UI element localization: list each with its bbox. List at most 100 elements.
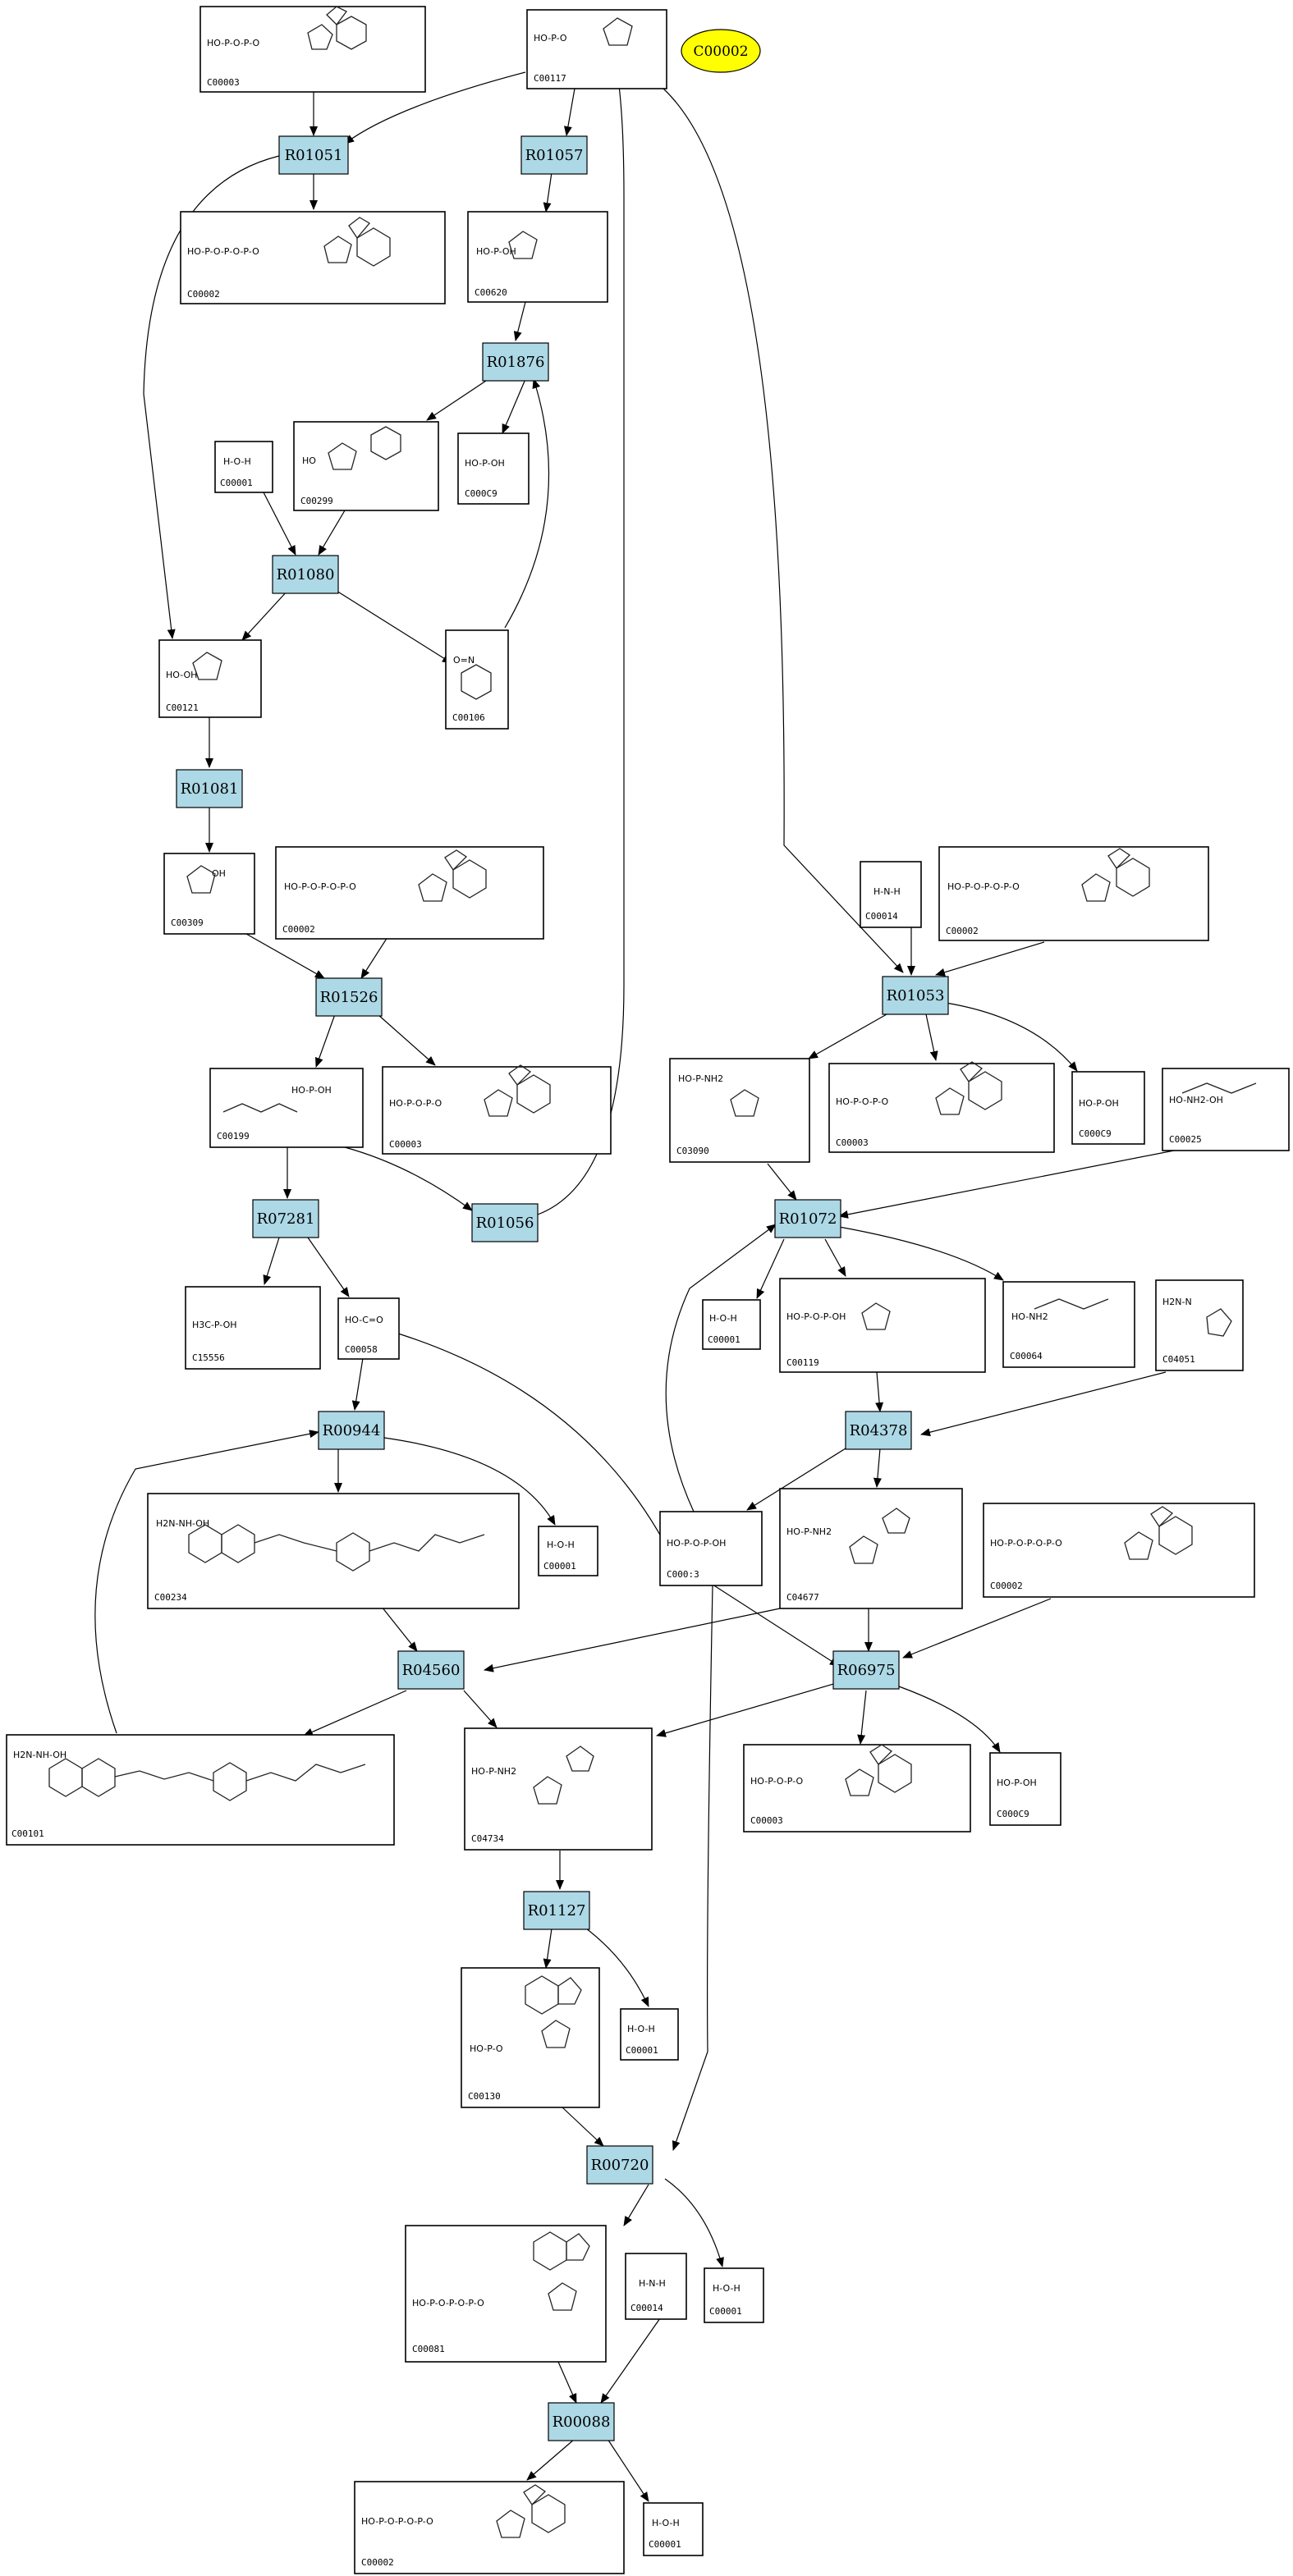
structure-formula: HO [302,455,316,466]
compound-c00002-d[interactable]: HO-P-O-P-O-P-O C00002 [983,1503,1255,1598]
reaction-box [471,1203,539,1242]
compound-box [938,846,1209,941]
edge-r04378-c04677 [873,1448,882,1488]
compound-c00064[interactable]: HO-NH2 C00064 [1002,1281,1135,1368]
compound-c00299[interactable]: HO C00299 [293,421,439,511]
compound-id: C000C9 [465,488,497,499]
structure-formula: HO-P-O-P-O-P-O [990,1538,1062,1549]
compound-c00001-d[interactable]: H-O-H C00001 [620,2008,679,2061]
compound-c00106[interactable]: O=N C00106 [445,629,509,730]
edge-r07281-c00058 [307,1237,350,1297]
compound-c00002-c[interactable]: HO-P-O-P-O-P-O C00002 [938,846,1209,941]
reaction-label: R01072 [779,1210,837,1228]
compound-id: C15556 [192,1352,225,1363]
reaction-r01080[interactable]: R01080 [272,555,339,594]
query-node[interactable]: C00002 [681,29,761,73]
compound-box [275,846,544,940]
structure-formula: HO-P-O-P-O [389,1098,442,1109]
compound-c00620[interactable]: HO-P-OH C00620 [467,211,608,303]
compound-c00119[interactable]: HO-P-O-P-OH C00119 [779,1278,986,1373]
compound-c00003-b[interactable]: HO-P-O-P-O C00003 [382,1064,612,1155]
reaction-r01057[interactable]: R01057 [520,135,588,175]
compound-c00003-c[interactable]: HO-P-O-P-O C00003 [828,1061,1055,1153]
compound-c00013[interactable]: HO-P-O-P-OH C000:3 [659,1511,763,1586]
compound-c00130[interactable]: HO-P-O C00130 [461,1967,600,2108]
compound-c00009-a[interactable]: HO-P-OH C000C9 [457,432,530,505]
edge-r01876-c00299 [426,378,489,421]
compound-box [445,629,509,730]
compound-c00009-c[interactable]: HO-P-OH C000C9 [989,1752,1061,1826]
compound-c04051[interactable]: H2N-N C04051 [1155,1279,1244,1371]
reaction-r00944[interactable]: R00944 [318,1411,385,1450]
compound-box [702,1299,761,1350]
compound-box [779,1278,986,1373]
uracil-ring-icon [461,664,492,700]
reaction-r01526[interactable]: R01526 [315,977,383,1017]
compound-c00003-top[interactable]: HO-P-O-P-O C00003 [199,6,426,93]
ribose-ring-icon [307,24,333,50]
structure-formula: H3C-P-OH [192,1320,237,1330]
adenine-ring-icon [1107,848,1150,897]
compound-box [185,1286,321,1370]
edge-c00299-r01080 [318,510,346,556]
compound-c00058[interactable]: HO-C=O C00058 [337,1297,400,1360]
reaction-r06975[interactable]: R06975 [832,1650,900,1690]
compound-box [158,639,262,718]
compound-c00002-e[interactable]: HO-P-O-P-O-P-O C00002 [354,2481,625,2574]
compound-c00002-b[interactable]: HO-P-O-P-O-P-O C00002 [275,846,544,940]
structure-formula: HO-P-NH2 [471,1766,516,1777]
reaction-box [586,2145,653,2185]
compound-c15556[interactable]: H3C-P-OH C15556 [185,1286,321,1370]
compound-c00001-e[interactable]: H-O-H C00001 [704,2267,764,2323]
compound-id: C000:3 [667,1569,699,1580]
compound-c00001-a[interactable]: H-O-H C00001 [214,441,273,493]
carbon-chain-icon [1181,1082,1257,1094]
reaction-r01056[interactable]: R01056 [471,1203,539,1242]
edge-c00002-r06975 [902,1598,1052,1659]
reaction-r04378[interactable]: R04378 [845,1411,912,1450]
reaction-r01876[interactable]: R01876 [482,342,549,382]
compound-c00025[interactable]: HO-NH2-OH C00025 [1162,1068,1290,1151]
reaction-r01072[interactable]: R01072 [774,1199,841,1238]
compound-c00121[interactable]: HO-OH C00121 [158,639,262,718]
reaction-r01127[interactable]: R01127 [523,1891,590,1930]
edge-r01080-c00121 [241,590,288,641]
reaction-r04560[interactable]: R04560 [397,1650,465,1690]
edge-c00013-r00720 [672,1585,713,2151]
compound-c00101[interactable]: H2N-NH-OH C00101 [6,1734,395,1846]
compound-c00309[interactable]: OH C00309 [163,853,255,935]
compound-id: C00025 [1169,1134,1202,1145]
structure-formula: HO-P-OH [476,246,516,257]
reaction-r07281[interactable]: R07281 [252,1199,319,1238]
compound-id: C00101 [11,1828,44,1839]
compound-box [405,2225,607,2363]
compound-c00014-b[interactable]: H-N-H C00014 [625,2253,687,2320]
compound-c00001-b[interactable]: H-O-H C00001 [538,1526,598,1576]
compound-c00009-b[interactable]: HO-P-OH C000C9 [1071,1071,1145,1145]
compound-box [180,211,446,304]
compound-c00001-f[interactable]: H-O-H C00001 [643,2502,704,2556]
edge-c00117-r01053 [663,88,904,973]
compound-c03090[interactable]: HO-P-NH2 C03090 [669,1058,810,1163]
compound-c04734[interactable]: HO-P-NH2 C04734 [464,1727,653,1851]
reaction-r01053[interactable]: R01053 [882,976,949,1015]
reaction-r00720[interactable]: R00720 [586,2145,653,2185]
compound-c00002-a[interactable]: HO-P-O-P-O-P-O C00002 [180,211,446,304]
ribose-ring-icon [1124,1531,1153,1560]
reaction-r01081[interactable]: R01081 [176,769,243,808]
compound-c00199[interactable]: HO-P-OH C00199 [209,1068,364,1148]
compound-box [382,1066,612,1155]
edge-c00025-r01072 [838,1150,1175,1219]
edge-r01072-c00064 [838,1226,1004,1281]
compound-box [743,1744,971,1832]
reaction-r00088[interactable]: R00088 [548,2402,615,2441]
compound-c00003-d[interactable]: HO-P-O-P-O C00003 [743,1744,971,1832]
compound-c00014-a[interactable]: H-N-H C00014 [860,861,922,928]
compound-c00001-c[interactable]: H-O-H C00001 [702,1299,761,1350]
compound-c00081[interactable]: HO-P-O-P-O-P-O C00081 [405,2225,607,2363]
compound-c04677[interactable]: HO-P-NH2 C04677 [779,1488,963,1609]
reaction-r01051[interactable]: R01051 [278,135,349,175]
compound-c00117[interactable]: HO-P-O C00117 [526,9,667,89]
compound-c00234[interactable]: H2N-NH-OH C00234 [147,1493,520,1609]
